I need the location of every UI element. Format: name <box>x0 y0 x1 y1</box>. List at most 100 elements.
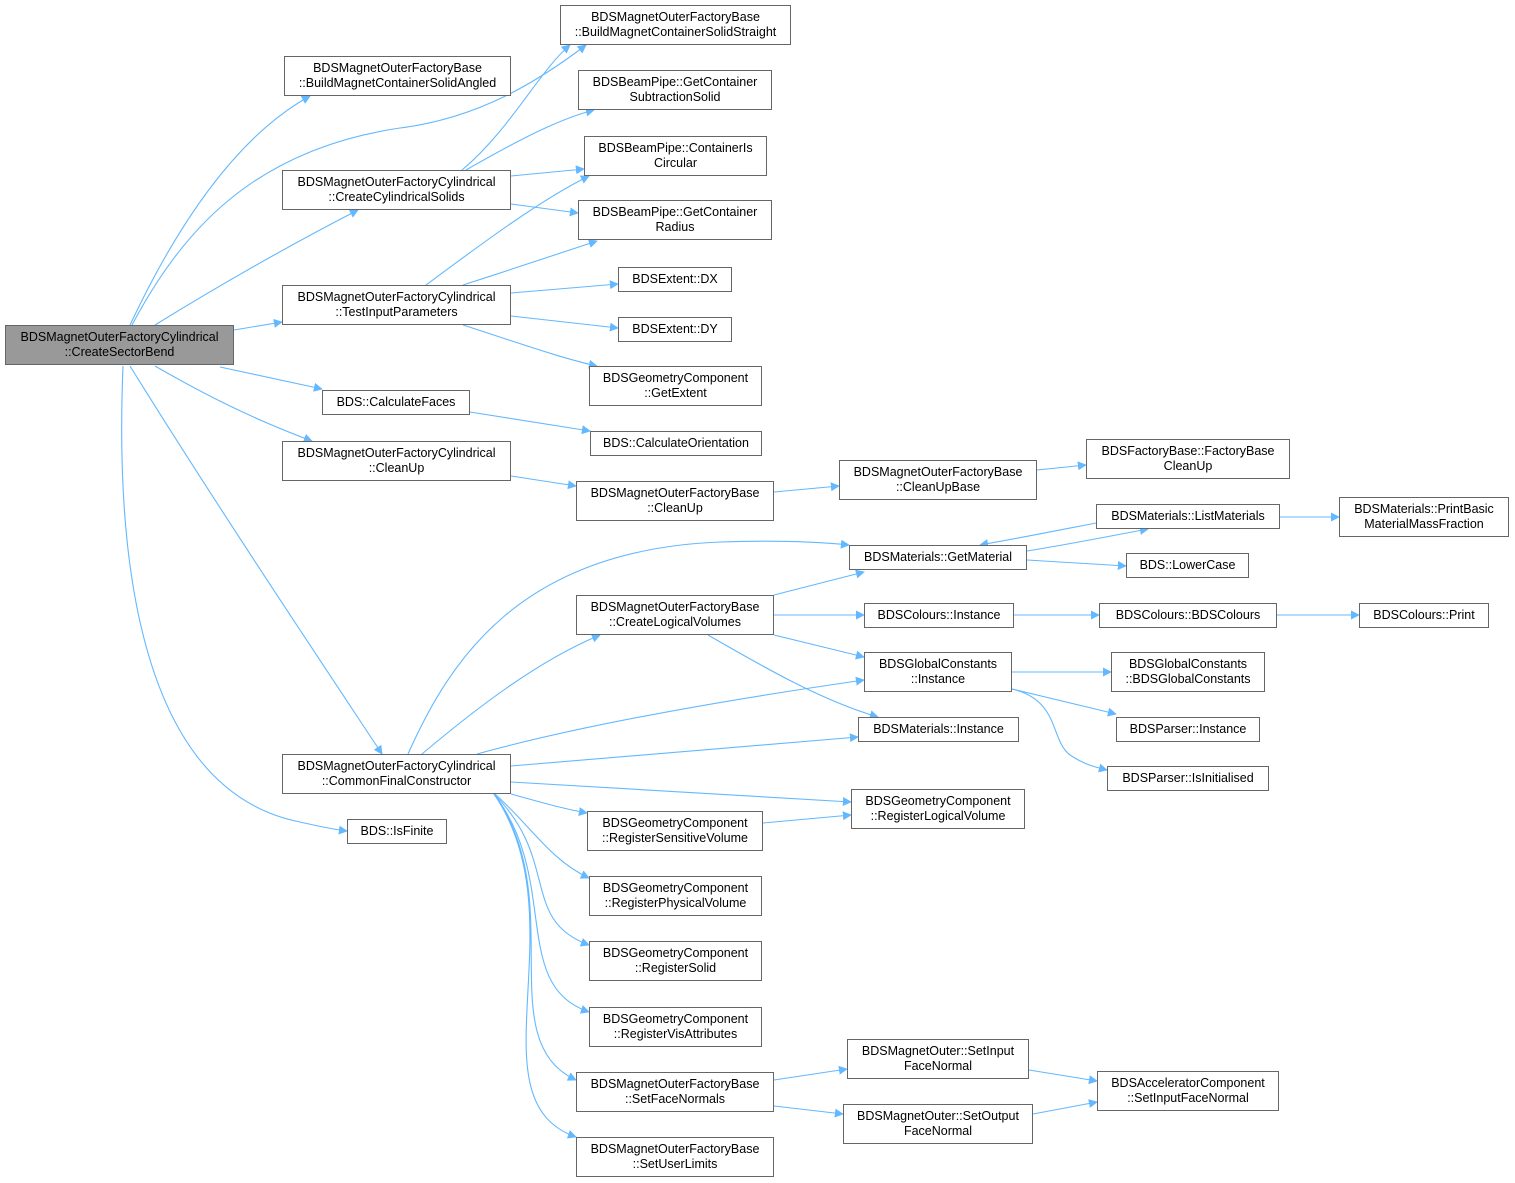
node-extent-dx[interactable]: BDSExtent::DX <box>618 267 732 292</box>
node-register-sensitive-volume[interactable]: BDSGeometryComponent ::RegisterSensitive… <box>587 811 763 851</box>
node-bds-global-constants-constructor[interactable]: BDSGlobalConstants ::BDSGlobalConstants <box>1111 652 1265 692</box>
edge-global-const-to-parser-instance <box>1011 688 1117 717</box>
node-create-cylindrical-solids[interactable]: BDSMagnetOuterFactoryCylindrical ::Creat… <box>282 170 511 210</box>
node-test-input-parameters[interactable]: BDSMagnetOuterFactoryCylindrical ::TestI… <box>282 285 511 325</box>
node-base-clean-up[interactable]: BDSMagnetOuterFactoryBase ::CleanUp <box>576 481 774 521</box>
edge-sector-bend-to-is-finite <box>121 365 348 835</box>
edge-cyl-solids-to-subtraction <box>465 107 595 171</box>
node-extent-dy[interactable]: BDSExtent::DY <box>618 317 732 342</box>
edge-common-final-to-solid <box>493 793 590 947</box>
node-label-line-1: BDSColours::Print <box>1373 608 1475 622</box>
node-label-line-1: BDSMaterials::GetMaterial <box>864 550 1012 564</box>
node-label-line-1: BDSBeamPipe::GetContainer <box>592 75 758 89</box>
edge-test-input-to-dx <box>510 280 619 294</box>
node-build-magnet-container-solid-angled[interactable]: BDSMagnetOuterFactoryBase ::BuildMagnetC… <box>284 56 511 96</box>
node-label-line-2: ::CleanUp <box>647 501 703 515</box>
node-register-physical-volume[interactable]: BDSGeometryComponent ::RegisterPhysicalV… <box>589 876 762 916</box>
node-set-output-face-normal[interactable]: BDSMagnetOuter::SetOutput FaceNormal <box>843 1104 1033 1144</box>
node-materials-instance[interactable]: BDSMaterials::Instance <box>858 717 1019 742</box>
node-register-vis-attributes[interactable]: BDSGeometryComponent ::RegisterVisAttrib… <box>589 1007 762 1047</box>
node-label-line-1: BDSBeamPipe::ContainerIs <box>598 141 753 155</box>
edge-sensitive-to-register-logical <box>762 811 852 824</box>
node-register-solid[interactable]: BDSGeometryComponent ::RegisterSolid <box>589 941 762 981</box>
node-label-line-2: Circular <box>653 156 698 170</box>
node-label-line-1: BDSMagnetOuterFactoryBase <box>591 10 760 24</box>
node-parser-is-initialised[interactable]: BDSParser::IsInitialised <box>1107 766 1269 791</box>
node-register-logical-volume[interactable]: BDSGeometryComponent ::RegisterLogicalVo… <box>851 789 1025 829</box>
edge-cyl-solids-to-radius <box>510 203 579 217</box>
node-label-line-1: BDSMagnetOuterFactoryCylindrical <box>297 446 496 460</box>
edge-sector-bend-to-angled <box>129 95 311 326</box>
edge-common-final-to-vis-attributes <box>493 793 590 1014</box>
node-cylindrical-clean-up[interactable]: BDSMagnetOuterFactoryCylindrical ::Clean… <box>282 441 511 481</box>
node-get-extent[interactable]: BDSGeometryComponent ::GetExtent <box>589 366 762 406</box>
node-label-line-1: BDSExtent::DX <box>632 272 718 286</box>
node-create-sector-bend[interactable]: BDSMagnetOuterFactoryCylindrical ::Creat… <box>5 325 234 365</box>
node-label-line-2: ::TestInputParameters <box>335 305 458 319</box>
node-label-line-1: BDSMagnetOuterFactoryBase <box>313 61 482 75</box>
node-set-user-limits[interactable]: BDSMagnetOuterFactoryBase ::SetUserLimit… <box>576 1137 774 1177</box>
node-global-constants-instance[interactable]: BDSGlobalConstants ::Instance <box>864 652 1012 692</box>
node-calculate-faces[interactable]: BDS::CalculateFaces <box>322 390 470 415</box>
node-parser-instance[interactable]: BDSParser::Instance <box>1116 717 1260 742</box>
node-label-line-1: BDSExtent::DY <box>632 322 718 336</box>
node-create-logical-volumes[interactable]: BDSMagnetOuterFactoryBase ::CreateLogica… <box>576 595 774 635</box>
node-label-line-2: ::RegisterPhysicalVolume <box>604 896 747 910</box>
edge-sector-bend-to-cylindrical-solids <box>154 209 359 326</box>
edge-common-final-to-materials-inst <box>510 733 859 767</box>
edge-face-normals-to-set-input <box>773 1065 848 1081</box>
node-label-line-2: SubtractionSolid <box>629 90 721 104</box>
node-label-line-1: BDSMaterials::PrintBasic <box>1354 502 1494 516</box>
node-label-line-2: ::RegisterSensitiveVolume <box>602 831 748 845</box>
edge-common-final-to-face-normals <box>493 793 577 1081</box>
node-get-container-subtraction-solid[interactable]: BDSBeamPipe::GetContainer SubtractionSol… <box>578 70 772 110</box>
node-label-line-1: BDS::LowerCase <box>1139 558 1236 572</box>
node-print-basic-material-mass-fraction[interactable]: BDSMaterials::PrintBasic MaterialMassFra… <box>1339 497 1509 537</box>
node-build-magnet-container-solid-straight[interactable]: BDSMagnetOuterFactoryBase ::BuildMagnetC… <box>560 5 791 45</box>
node-colours-instance[interactable]: BDSColours::Instance <box>864 603 1014 628</box>
node-label-line-1: BDSMagnetOuterFactoryBase <box>853 465 1023 479</box>
edge-get-material-to-list-materials <box>1026 526 1149 552</box>
edge-clean-up-to-base-clean-up <box>510 475 577 490</box>
node-label-line-1: BDSMagnetOuter::SetInput <box>861 1044 1015 1058</box>
node-bds-colours-constructor[interactable]: BDSColours::BDSColours <box>1099 603 1277 628</box>
edge-base-clean-up-to-clean-up-base <box>773 482 840 493</box>
node-label-line-1: BDSParser::IsInitialised <box>1122 771 1254 785</box>
node-container-is-circular[interactable]: BDSBeamPipe::ContainerIs Circular <box>584 136 767 176</box>
node-list-materials[interactable]: BDSMaterials::ListMaterials <box>1096 504 1280 529</box>
edge-test-input-to-circular <box>425 175 590 286</box>
edge-logical-volumes-to-materials-inst <box>707 634 879 720</box>
edge-calc-faces-to-orientation <box>469 411 591 435</box>
node-label-line-1: BDSMagnetOuterFactoryBase <box>590 1142 760 1156</box>
node-set-input-face-normal[interactable]: BDSMagnetOuter::SetInput FaceNormal <box>847 1039 1029 1079</box>
node-label-line-2: ::RegisterVisAttributes <box>613 1027 738 1041</box>
node-is-finite[interactable]: BDS::IsFinite <box>347 819 447 844</box>
edge-common-final-to-logical-volumes <box>421 633 601 755</box>
node-label-line-1: BDSColours::Instance <box>877 608 1001 622</box>
node-get-container-radius[interactable]: BDSBeamPipe::GetContainer Radius <box>578 200 772 240</box>
node-factory-base-clean-up[interactable]: BDSFactoryBase::FactoryBase CleanUp <box>1086 439 1290 479</box>
edge-sector-bend-to-test-input <box>233 318 283 331</box>
node-label-line-2: ::BDSGlobalConstants <box>1125 672 1251 686</box>
node-label-line-1: BDSParser::Instance <box>1129 722 1247 736</box>
edge-logical-volumes-to-global-const <box>773 634 865 660</box>
node-label-line-1: BDSMaterials::Instance <box>873 722 1004 736</box>
node-label-line-2: ::RegisterSolid <box>634 961 717 975</box>
node-lower-case[interactable]: BDS::LowerCase <box>1126 553 1249 578</box>
edge-sector-bend-to-straight <box>131 44 587 326</box>
node-label-line-2: CleanUp <box>1163 459 1213 473</box>
node-label-line-1: BDSGeometryComponent <box>602 1012 749 1026</box>
node-label-line-1: BDSMagnetOuterFactoryCylindrical <box>297 759 496 773</box>
node-accelerator-set-input-face-normal[interactable]: BDSAcceleratorComponent ::SetInputFaceNo… <box>1097 1071 1279 1111</box>
node-common-final-constructor[interactable]: BDSMagnetOuterFactoryCylindrical ::Commo… <box>282 754 511 794</box>
node-colours-print[interactable]: BDSColours::Print <box>1359 603 1489 628</box>
node-label-line-2: ::CreateLogicalVolumes <box>608 615 742 629</box>
edge-cyl-solids-to-circular <box>510 165 585 177</box>
edge-test-input-to-get-extent <box>462 324 598 369</box>
node-label-line-2: ::BuildMagnetContainerSolidStraight <box>574 25 777 39</box>
node-get-material[interactable]: BDSMaterials::GetMaterial <box>849 545 1027 570</box>
node-label-line-1: BDS::IsFinite <box>360 824 434 838</box>
node-set-face-normals[interactable]: BDSMagnetOuterFactoryBase ::SetFaceNorma… <box>576 1072 774 1112</box>
node-clean-up-base[interactable]: BDSMagnetOuterFactoryBase ::CleanUpBase <box>839 460 1037 500</box>
node-calculate-orientation[interactable]: BDS::CalculateOrientation <box>590 431 762 456</box>
